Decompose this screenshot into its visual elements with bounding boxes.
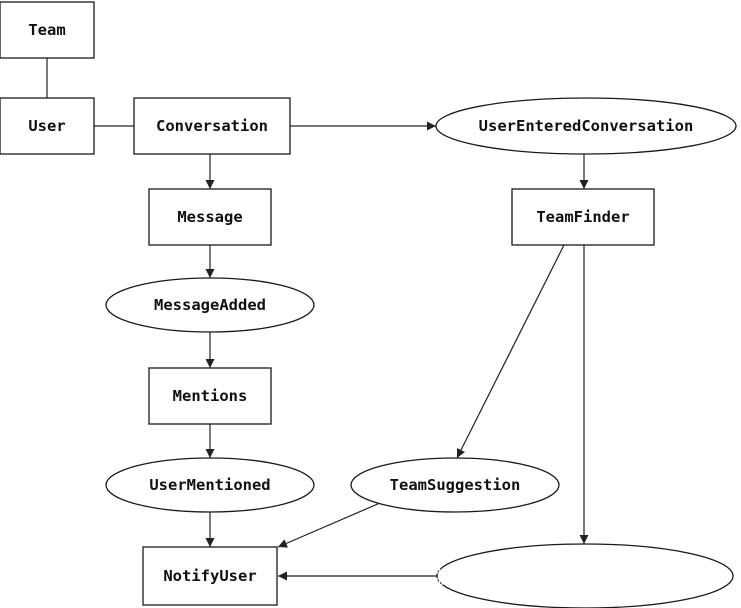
node-team: Team — [0, 1, 95, 59]
node-user-mentioned: UserMentioned — [105, 457, 315, 513]
node-team-shape — [0, 1, 95, 59]
node-team-suggestion-shape — [350, 457, 560, 513]
node-message-added-label: MessageAdded — [154, 296, 266, 314]
node-mentions: Mentions — [148, 367, 272, 425]
node-message: Message — [148, 188, 272, 246]
node-message-shape — [148, 188, 272, 246]
node-team-suggestion: TeamSuggestion — [350, 457, 560, 513]
node-notify-user-label: NotifyUser — [163, 567, 256, 585]
node-user-entered-conversation-label: UserEnteredConversation — [479, 117, 694, 135]
node-user-mentioned-shape — [105, 457, 315, 513]
edges-layer — [46, 58, 589, 581]
node-notify-user-shape — [142, 546, 278, 606]
node-user-label: User — [28, 117, 65, 135]
node-user-shape — [0, 97, 95, 155]
node-bottom-event-shape — [436, 543, 734, 608]
node-notify-user: NotifyUser — [142, 546, 278, 606]
node-message-added: MessageAdded — [105, 277, 315, 333]
node-message-label: Message — [177, 208, 242, 226]
node-message-added-shape — [105, 277, 315, 333]
watermark-text: 掘金技术社区 @ 数据智能老司机 — [436, 568, 699, 589]
node-mentions-label: Mentions — [173, 387, 248, 405]
edge-team-suggestion-to-notify-user — [277, 502, 381, 548]
node-team-finder-shape — [511, 188, 655, 246]
node-user-mentioned-label: UserMentioned — [149, 476, 270, 494]
node-bottom-event — [436, 543, 734, 608]
node-conversation: Conversation — [133, 97, 291, 155]
node-user: User — [0, 97, 95, 155]
node-team-suggestion-label: TeamSuggestion — [390, 476, 521, 494]
node-conversation-label: Conversation — [156, 117, 268, 135]
node-conversation-shape — [133, 97, 291, 155]
node-team-finder: TeamFinder — [511, 188, 655, 246]
node-user-entered-conversation-shape — [435, 97, 737, 155]
node-team-label: Team — [28, 21, 65, 39]
edge-team-finder-to-team-suggestion — [456, 244, 565, 459]
node-mentions-shape — [148, 367, 272, 425]
node-team-finder-label: TeamFinder — [536, 208, 629, 226]
node-user-entered-conversation: UserEnteredConversation — [435, 97, 737, 155]
